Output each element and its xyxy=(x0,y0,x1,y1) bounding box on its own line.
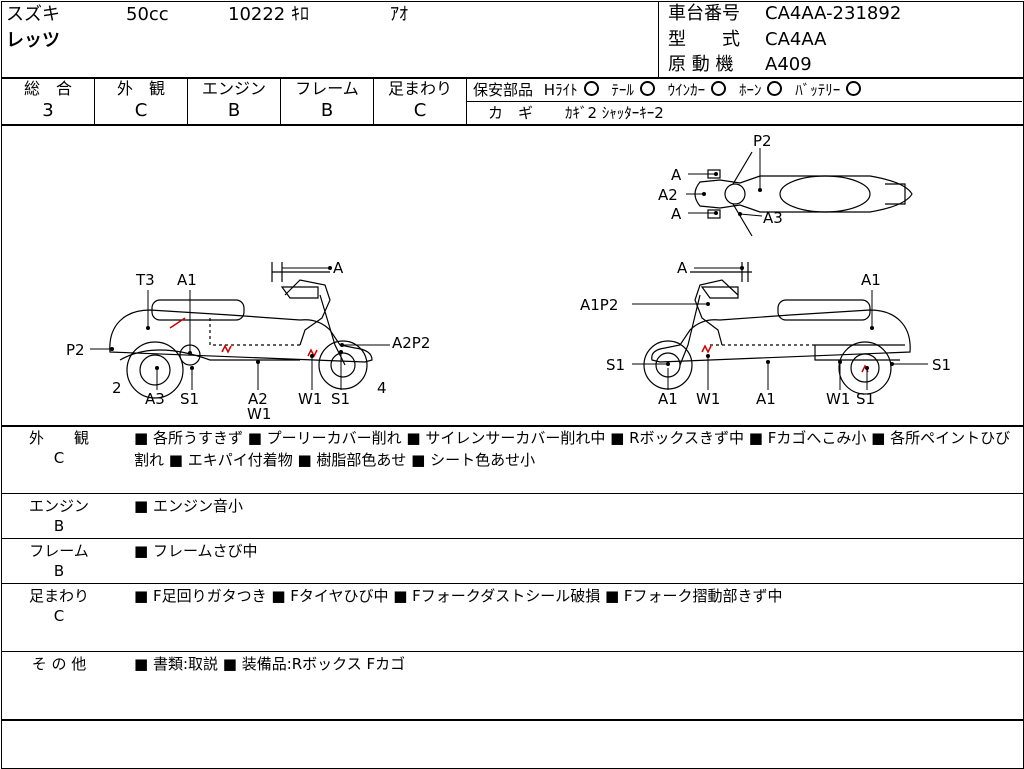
color: ｱｵ xyxy=(390,4,408,25)
safety-headlight: Hﾗｲﾄ xyxy=(543,81,578,99)
frame-number-label: 車台番号 xyxy=(668,3,740,24)
diagram-label: A1 xyxy=(658,390,678,408)
diagram-label: W1 xyxy=(826,390,851,408)
diagram-label: A xyxy=(671,205,682,223)
diagram-label: A1 xyxy=(756,390,776,408)
safety-parts: 保安部品 Hﾗｲﾄ ﾃｰﾙ ｳｲﾝｶｰ ﾎｰﾝ ﾊﾞｯﾃﾘｰ xyxy=(473,80,869,100)
remark-text: ■ 各所うすきず ■ プーリーカバー削れ ■ サイレンサーカバー削れ中 ■ Rボ… xyxy=(134,429,1011,469)
diagram-label: S1 xyxy=(180,390,200,408)
engine-type-value: A409 xyxy=(765,54,812,75)
model-type-value: CA4AA xyxy=(765,29,827,50)
safety-battery: ﾊﾞｯﾃﾘｰ xyxy=(795,81,841,99)
diagram-label: 2 xyxy=(112,379,122,397)
remark-label: 足まわり xyxy=(28,587,89,605)
remark-label: 外 観 xyxy=(28,429,89,447)
remark-grade: C xyxy=(53,607,65,625)
safety-taillight: ﾃｰﾙ xyxy=(611,81,634,99)
grade-exterior-label: 外 観 xyxy=(116,79,165,98)
diagram-label: T3 xyxy=(136,271,155,289)
remark-text: ■ 書類:取説 ■ 装備品:Rボックス Fカゴ xyxy=(134,655,406,673)
remark-text: ■ フレームさび中 xyxy=(134,542,258,560)
safety-winker: ｳｲﾝｶｰ xyxy=(667,81,706,99)
frame-number-value: CA4AA-231892 xyxy=(765,3,902,24)
grade-engine-value: B xyxy=(227,100,241,121)
header-divider xyxy=(658,1,659,77)
diagram-label: 4 xyxy=(377,379,387,397)
grade-suspension-value: C xyxy=(413,100,427,121)
grade-suspension-label: 足まわり xyxy=(387,79,452,98)
diagram-label: P2 xyxy=(66,341,85,359)
remark-grade: B xyxy=(53,517,65,535)
safety-horn: ﾎｰﾝ xyxy=(738,81,762,99)
diagram-label: A1 xyxy=(177,271,197,289)
model-type-label: 型 式 xyxy=(668,29,740,50)
diagram-label: A xyxy=(333,259,344,277)
diagram-label: A2 xyxy=(658,186,678,204)
diagram-label: W1 xyxy=(298,390,323,408)
remark-label: フレーム xyxy=(29,542,89,560)
mileage: 10222 ｷﾛ xyxy=(228,4,309,25)
diagram-label: W1 xyxy=(247,405,272,423)
diagram-label: S1 xyxy=(932,356,952,374)
maker: スズキ xyxy=(6,4,60,25)
diagram-label: W1 xyxy=(696,390,721,408)
engine-type-label: 原 動 機 xyxy=(668,54,734,75)
diagram-label: A3 xyxy=(145,390,165,408)
diagram-label: A1 xyxy=(861,271,881,289)
remark-label: エンジン xyxy=(28,497,89,515)
scooter-top-view-icon xyxy=(694,151,913,237)
safety-label: 保安部品 xyxy=(473,81,534,99)
key-label: カ ギ xyxy=(488,104,534,122)
diagram-label: A2P2 xyxy=(392,334,431,352)
key-value: ｶｷﾞ2 ｼｬｯﾀｰｷｰ2 xyxy=(565,104,664,122)
remark-grade: B xyxy=(53,562,65,580)
remark-grade: C xyxy=(53,449,65,467)
diagram-label: A2 xyxy=(248,390,268,408)
headlight-ok-icon xyxy=(583,81,599,96)
grade-frame-value: B xyxy=(320,100,334,121)
scooter-left-side-icon xyxy=(109,262,373,399)
remark-text: ■ エンジン音小 xyxy=(134,497,243,515)
winker-ok-icon xyxy=(711,81,727,96)
diagram-label: A1P2 xyxy=(580,296,619,314)
taillight-ok-icon xyxy=(639,81,655,96)
grade-engine-label: エンジン xyxy=(201,79,266,98)
grade-exterior-value: C xyxy=(134,100,148,121)
battery-ok-icon xyxy=(846,81,862,96)
displacement: 50cc xyxy=(126,4,169,25)
grade-overall-value: 3 xyxy=(42,100,54,121)
diagram-label: A xyxy=(671,166,682,184)
diagram-label: A3 xyxy=(763,209,783,227)
damage-diagram xyxy=(90,148,928,399)
diagram-label: S1 xyxy=(856,390,876,408)
grade-frame-label: フレーム xyxy=(295,79,359,98)
diagram-label: P2 xyxy=(753,132,772,150)
grade-overall-label: 総 合 xyxy=(23,79,72,98)
diagram-label: A xyxy=(677,259,688,277)
diagram-label: S1 xyxy=(331,390,351,408)
model-name: レッツ xyxy=(6,30,60,51)
remark-text: ■ F足回りガタつき ■ Fタイヤひび中 ■ Fフォークダストシール破損 ■ F… xyxy=(134,587,783,605)
horn-ok-icon xyxy=(767,81,783,96)
diagram-label: S1 xyxy=(606,356,626,374)
remark-label: そ の 他 xyxy=(31,655,87,673)
